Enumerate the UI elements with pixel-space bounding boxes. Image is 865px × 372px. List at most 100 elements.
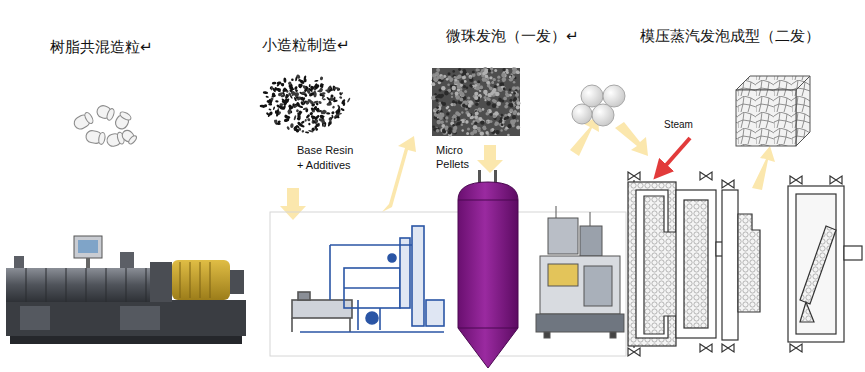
micro-pellets-photo-part-part [505, 102, 508, 105]
extruder-machine-part [86, 258, 90, 268]
micro-pellets-photo-part [431, 67, 520, 136]
extruder-machine-part [74, 236, 102, 258]
micro-pellets-photo-part-part [489, 120, 492, 123]
micro-pellets-photo-part-part [497, 79, 499, 81]
micro-granules-part [297, 112, 301, 115]
expansion-machine-part [610, 332, 616, 338]
micro-pellets-photo-part-part [459, 91, 463, 95]
micro-pellets-photo-part-part [474, 92, 478, 96]
micro-pellets-photo-part-part [495, 121, 499, 125]
micro-pellets-photo-part-part [493, 78, 496, 81]
micro-granules-part [270, 97, 274, 100]
extruder-machine-part-part [200, 262, 201, 298]
pelletizing-line-part [426, 300, 444, 326]
micro-granules-part [333, 113, 339, 119]
micro-granules-part [262, 104, 266, 108]
micro-granules-part [290, 123, 294, 128]
foaming-vessel-part [458, 328, 518, 329]
steam-mold-open-part [722, 190, 738, 340]
micro-pellets-photo-part-part [498, 97, 501, 100]
micro-pellets-photo-part-part [431, 96, 436, 101]
micro-granules-part [285, 94, 289, 100]
micro-pellets-photo-part-part [511, 91, 513, 93]
stage-title: 微珠发泡（一发）↵ [446, 27, 579, 45]
micro-pellets-photo-part-part [502, 68, 505, 71]
micro-pellets-photo-part-part [491, 128, 494, 131]
micro-pellets-photo-part-part [461, 123, 464, 126]
micro-granules-part [334, 115, 340, 119]
micro-granules-part [292, 94, 294, 97]
resin-pellets-part-part [98, 132, 106, 145]
stage-title: 小造粒制造↵ [262, 36, 350, 54]
micro-granules-part [277, 89, 281, 92]
expanded-beads-part [592, 104, 614, 126]
micro-pellets-photo-part-part [446, 112, 449, 115]
stage-title: 树脂共混造粒↵ [50, 38, 153, 56]
micro-granules-part [303, 107, 308, 111]
extruder-machine-part [230, 270, 244, 294]
micro-granules-part [298, 127, 302, 131]
micro-granules-part [300, 101, 304, 106]
extruder-machine-part [172, 260, 230, 300]
micro-granules-part [292, 103, 295, 107]
extruder-machine-part [150, 262, 172, 302]
extruder-machine-part [120, 252, 134, 268]
pelletizing-line-part [292, 300, 352, 318]
foaming-vessel [458, 170, 518, 368]
pelletizing-line [292, 226, 444, 332]
micro-granules-part [321, 95, 325, 100]
micro-pellets-photo-part-part [488, 69, 491, 72]
micro-granules-part [308, 130, 314, 133]
micro-pellets-photo-part-part [445, 128, 447, 130]
micro-pellets-photo-part-part [487, 98, 490, 101]
expansion-machine [536, 206, 624, 338]
expansion-machine-part [580, 226, 602, 256]
steam-mold-ejected-part [844, 246, 862, 260]
micro-pellets-photo-part-part [510, 108, 514, 112]
micro-granules-part [331, 114, 334, 118]
micro-granules-part [305, 131, 309, 134]
micro-granules-part [310, 107, 314, 111]
micro-granules-part [340, 108, 345, 112]
micro-pellets-photo-part-part [486, 112, 490, 116]
micro-granules-part [337, 88, 341, 91]
steam-mold-part [684, 200, 708, 328]
micro-granules-part [310, 85, 314, 88]
steam-mold-part [676, 190, 716, 338]
micro-pellets-photo-part-part [496, 102, 501, 107]
pelletizing-line-part [400, 238, 410, 308]
micro-granules-part [276, 123, 281, 125]
micro-pellets-photo-part-part [517, 112, 520, 115]
micro-granules-part [281, 98, 286, 102]
expanded-beads [572, 85, 625, 126]
resin-pellets-part-part [83, 111, 94, 124]
extruder-machine-part [6, 268, 166, 302]
expansion-machine-part [584, 266, 612, 306]
extruder-machine-part-part [46, 268, 47, 302]
steam-mold [628, 172, 738, 356]
micro-granules-part [282, 92, 285, 97]
micro-granules-part [314, 119, 318, 123]
micro-granules-part [268, 108, 271, 111]
micro-pellets-photo-part-part [460, 80, 464, 84]
micro-pellets-photo-part-part [497, 83, 500, 86]
micro-pellets-photo-part-part [496, 130, 498, 132]
micro-pellets-photo-part-part [442, 129, 445, 132]
micro-granules-part [285, 115, 291, 119]
micro-pellets-photo-part-part [516, 126, 520, 130]
micro-granules-part [282, 87, 287, 93]
micro-granules-part [283, 77, 286, 83]
micro-granules-part [328, 88, 333, 93]
steam-mold-part [700, 172, 712, 180]
expanded-beads-part [572, 104, 592, 124]
foam-block-part [796, 76, 810, 146]
micro-pellets-photo-part-part [464, 90, 467, 93]
steam-mold-ejected [788, 176, 862, 352]
micro-pellets-photo-part-part [494, 85, 497, 88]
micro-granules-part [308, 92, 314, 97]
micro-granules-part [321, 120, 325, 123]
micro-pellets-photo-part-part [513, 81, 516, 84]
micro-granules-part [328, 121, 331, 127]
extruder-machine-part [180, 262, 210, 298]
